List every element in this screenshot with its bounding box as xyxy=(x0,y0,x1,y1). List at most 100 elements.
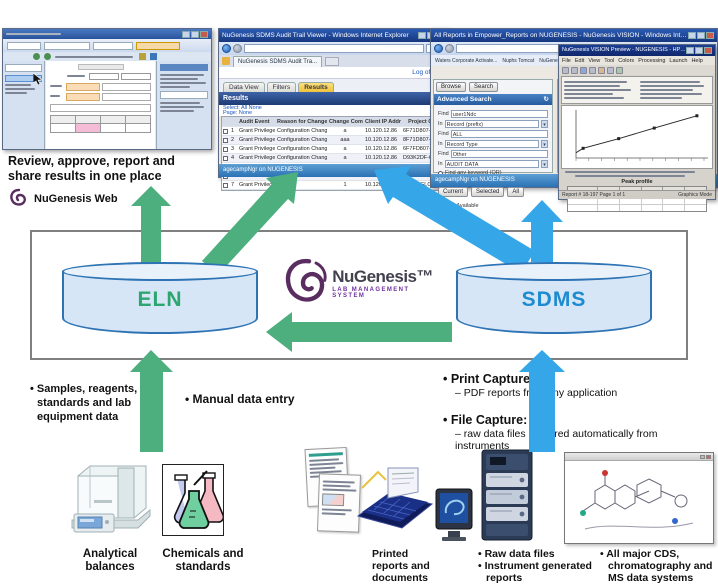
vision-window-controls[interactable] xyxy=(688,32,714,39)
tab-results[interactable]: Results xyxy=(298,82,334,92)
find-input-2[interactable]: ALL xyxy=(450,130,548,138)
audit-table: Audit Event Reason for Change Change Com… xyxy=(221,116,445,191)
chevron-down-icon[interactable]: ▾ xyxy=(541,120,548,128)
row-checkbox[interactable] xyxy=(223,155,228,161)
audit-browser-tab[interactable]: NuGenesis SDMS Audit Tra... xyxy=(233,55,323,67)
audit-trail-window: NuGenesis SDMS Audit Trail Viewer - Wind… xyxy=(218,28,448,191)
menu-item[interactable]: View xyxy=(588,57,601,64)
audit-address-input[interactable] xyxy=(244,44,424,53)
table-row[interactable]: 1 Grant Privilege Configuration Change a… xyxy=(222,127,444,136)
logoff-link[interactable]: Log off xyxy=(412,69,432,76)
preview-toolbar[interactable] xyxy=(559,65,715,75)
back-icon[interactable] xyxy=(434,44,443,53)
brand-tagline: LAB MANAGEMENT SYSTEM xyxy=(332,287,410,299)
menu-item[interactable]: Launch xyxy=(669,57,688,64)
favorites-link[interactable]: Nuphs Tomcat xyxy=(502,57,535,64)
menu-item[interactable]: Tool xyxy=(604,57,615,64)
find-input-3[interactable]: Other xyxy=(450,150,548,158)
refresh-icon[interactable]: ↻ xyxy=(543,96,549,103)
lms-boundary-box xyxy=(30,230,688,360)
search-button[interactable]: Search xyxy=(469,82,499,92)
menu-item[interactable]: Processing xyxy=(638,57,666,64)
row-checkbox[interactable] xyxy=(223,182,228,188)
top-left-note: Review, approve, report and share result… xyxy=(8,154,175,210)
back-icon[interactable] xyxy=(222,44,231,53)
audit-view-tabs: Data View Filters Results xyxy=(219,79,447,92)
report-header-block xyxy=(561,76,713,104)
forward-icon[interactable] xyxy=(233,44,242,53)
table-row[interactable]: 4 Grant Privilege Configuration Change a… xyxy=(222,154,444,163)
tab-data-view[interactable]: Data View xyxy=(223,82,265,92)
menu-item[interactable]: Edit xyxy=(574,57,585,64)
in-select-2[interactable]: Record Type xyxy=(444,140,539,148)
in-select-3[interactable]: AUDIT DATA xyxy=(444,160,539,168)
sdms-label: SDMS xyxy=(521,288,587,311)
table-row[interactable]: 2 Grant Privilege Configuration Change a… xyxy=(222,136,444,145)
audit-window-titlebar: NuGenesis SDMS Audit Trail Viewer - Wind… xyxy=(219,29,447,42)
row-checkbox[interactable] xyxy=(223,146,228,152)
audit-status-bar: agecampNgr on NUGENESIS xyxy=(219,164,447,177)
mouse-cursor-icon xyxy=(33,73,43,85)
row-checkbox[interactable] xyxy=(223,128,228,134)
peak-profile-title: Peak profile xyxy=(621,179,653,185)
in-select-1[interactable]: Record (prefix) xyxy=(444,120,539,128)
eln-label: ELN xyxy=(137,288,183,311)
page-line[interactable]: Page: None xyxy=(223,110,253,116)
chemicals-image xyxy=(162,464,225,536)
menu-item[interactable]: File xyxy=(562,57,571,64)
browse-button[interactable]: Browse xyxy=(436,82,467,92)
table-row[interactable]: 7 Grant Privilege default 1 10.120.12.86… xyxy=(222,181,444,190)
nugenesis-swirl-icon xyxy=(285,259,327,302)
eln-window-titlebar xyxy=(3,29,211,39)
brand-name: NuGenesis™ xyxy=(332,267,433,286)
capture-note: • Print Capture: – PDF reports from any … xyxy=(443,372,658,452)
advanced-search-header: Advanced Search↻ xyxy=(434,94,552,105)
audit-session-row: Log off ? xyxy=(219,67,447,79)
audit-address-bar[interactable] xyxy=(219,42,447,55)
row-checkbox[interactable] xyxy=(223,137,228,143)
selected-button[interactable]: Selected xyxy=(471,187,505,197)
results-panel-header: Results xyxy=(219,92,447,105)
menu-item[interactable]: Colors xyxy=(618,57,635,64)
balance-image xyxy=(64,448,156,540)
eln-command-bar[interactable] xyxy=(3,52,211,61)
chevron-down-icon[interactable]: ▾ xyxy=(541,160,548,168)
tab-filters[interactable]: Filters xyxy=(266,82,297,92)
preview-window-titlebar: NuGenesis VISION Preview - NUGENESIS - H… xyxy=(559,45,715,56)
eln-window-controls[interactable] xyxy=(182,30,208,38)
table-row[interactable]: 3 Grant Privilege Configuration Change a… xyxy=(222,145,444,154)
current-button[interactable]: Current xyxy=(438,187,469,197)
new-tab-button[interactable] xyxy=(325,56,340,66)
audit-window-title: NuGenesis SDMS Audit Trail Viewer - Wind… xyxy=(222,32,409,39)
eln-nav-panel[interactable] xyxy=(3,61,45,149)
results-select-links[interactable]: Select: All None Page: None xyxy=(219,105,447,116)
eln-client-window xyxy=(2,28,212,150)
preview-window-title: NuGenesis VISION Preview - NUGENESIS - H… xyxy=(562,47,686,53)
vision-window-title: All Reports in Empower_Reports on NUGENE… xyxy=(434,32,688,39)
favorites-star-icon[interactable] xyxy=(222,57,230,65)
select-line[interactable]: Select: All None xyxy=(223,105,262,111)
manual-entry-note: • Manual data entry xyxy=(185,392,295,406)
monitor-image xyxy=(432,487,476,543)
preview-window-controls[interactable] xyxy=(686,47,712,54)
favorites-link[interactable]: Waters Corporate Activate... xyxy=(435,57,498,64)
report-3d-image xyxy=(352,458,436,530)
hplc-instrument-image xyxy=(478,446,536,544)
menu-item[interactable]: Help xyxy=(691,57,703,64)
eln-tab-strip[interactable] xyxy=(3,39,211,52)
audit-table-header: Audit Event Reason for Change Change Com… xyxy=(222,117,444,127)
forward-icon[interactable] xyxy=(445,44,454,53)
eln-form-area[interactable] xyxy=(46,61,155,149)
all-button[interactable]: All xyxy=(507,187,525,197)
eln-properties-panel[interactable] xyxy=(156,61,211,149)
available-note: * 57 All Available xyxy=(438,203,479,209)
chevron-down-icon[interactable]: ▾ xyxy=(541,140,548,148)
find-input-1[interactable]: user1Ndc xyxy=(450,110,548,118)
